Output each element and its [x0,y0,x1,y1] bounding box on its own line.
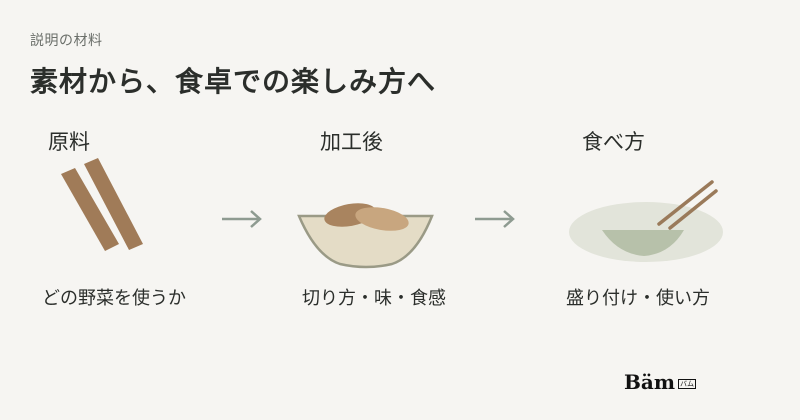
eyebrow-label: 説明の材料 [30,33,103,49]
raw-sticks-illustration [61,158,143,251]
step-processed-caption: 切り方・味・食感 [302,288,446,309]
arrow-right-icon [475,210,515,228]
arrow-right-icon [222,210,262,228]
brand-name: Bäm [624,370,676,394]
step-eating-caption: 盛り付け・使い方 [566,288,710,309]
step-raw-title: 原料 [48,130,90,154]
plate-inner [602,230,684,256]
stick-right [84,158,143,250]
chopstick-back [657,180,714,226]
page-title: 素材から、食卓での楽しみ方へ [30,65,437,98]
bowl-illustration [297,203,434,269]
step-eating-title: 食べ方 [582,130,645,154]
food-piece-right [355,207,409,231]
stick-left [61,168,119,251]
step-raw-caption: どの野菜を使うか [42,288,186,309]
plate-illustration [569,180,723,262]
brand-subtitle: バム [678,379,697,389]
brand-logo: Bäm バム [624,370,697,394]
step-processed-title: 加工後 [320,130,383,154]
chopstick-front [668,189,718,230]
